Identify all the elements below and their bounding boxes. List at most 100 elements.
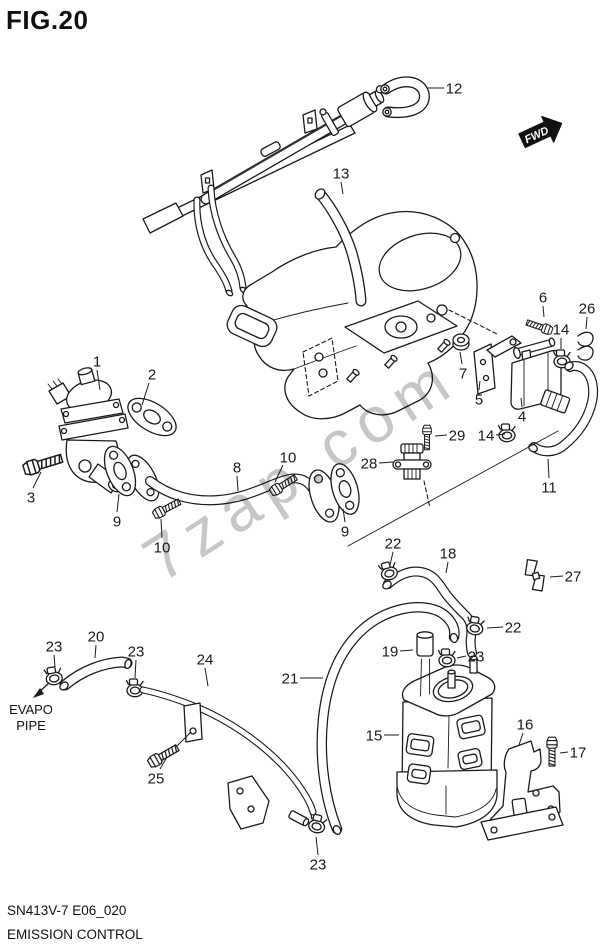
evapo-note-line1: EVAPO: [9, 702, 53, 717]
leader-line-25: [159, 756, 168, 770]
callout-3: 3: [27, 490, 35, 507]
leader-line-23: [315, 836, 319, 856]
callout-29: 29: [449, 428, 466, 445]
callout-27: 27: [565, 569, 582, 586]
leader-line-18: [445, 561, 449, 574]
callout-17: 17: [570, 745, 587, 762]
leader-line-16: [518, 732, 524, 746]
bolt-3: [21, 450, 65, 478]
callout-layer: 1239108109282975461426141112132218272219…: [27, 81, 596, 874]
callout-14: 14: [478, 428, 495, 445]
evapo-arrow: [33, 682, 50, 698]
callout-21: 21: [282, 671, 299, 688]
nut-7: [452, 333, 470, 351]
callout-20: 20: [88, 629, 105, 646]
intake-manifold: [226, 210, 478, 420]
clips-26: [577, 331, 594, 361]
callout-14: 14: [553, 322, 570, 339]
leader-line-22: [486, 626, 504, 629]
bolt-6: [524, 317, 554, 336]
clip-27: [524, 558, 545, 592]
bolt-10-lower: [151, 496, 183, 521]
fwd-label: FWD: [523, 125, 551, 146]
model-code: SN413V-7 E06_020: [7, 903, 127, 918]
clamp-23-bottom: [306, 812, 328, 836]
bracket-16: [480, 740, 564, 841]
figure-title: FIG.20: [6, 5, 89, 35]
leader-line-19: [399, 649, 414, 652]
leader-line-11: [547, 458, 550, 479]
callout-16: 16: [517, 717, 534, 734]
evapo-note-line2: PIPE: [16, 718, 46, 733]
callout-8: 8: [233, 460, 241, 477]
callout-2: 2: [148, 367, 156, 384]
callout-18: 18: [440, 546, 457, 563]
leader-line-29: [434, 434, 448, 437]
fwd-arrow-icon: [518, 115, 563, 149]
callout-9: 9: [341, 524, 349, 541]
leader-line-13: [340, 181, 344, 195]
callout-24: 24: [197, 652, 214, 669]
leader-line-4: [520, 397, 523, 408]
leader-line-10: [274, 464, 284, 483]
pipe-end-fitting: [288, 810, 310, 827]
leader-line-14: [495, 433, 506, 436]
leader-line-22: [389, 551, 394, 566]
pipe-24: [139, 686, 317, 830]
bracket-5: [473, 335, 522, 395]
leader-line-9: [342, 508, 346, 523]
hose-18: [382, 566, 477, 658]
callout-13: 13: [333, 166, 350, 183]
bolt-29: [422, 424, 432, 451]
leader-line-8: [236, 475, 239, 492]
clamp-23-canister: [437, 648, 456, 668]
solenoid-valve-4: [510, 337, 571, 414]
leader-line-1: [96, 369, 101, 391]
leader-line-2: [141, 382, 150, 406]
callout-22: 22: [385, 536, 402, 553]
callout-23: 23: [468, 649, 485, 666]
callout-23: 23: [46, 639, 63, 656]
leader-line-5: [478, 380, 481, 391]
clamp-14-lower: [497, 423, 516, 443]
leader-line-26: [585, 316, 588, 330]
hose-13: [314, 188, 367, 307]
leader-line-28: [378, 461, 394, 464]
canister-15: [396, 655, 498, 828]
bracket-guide-dash: [448, 309, 498, 335]
callout-5: 5: [475, 392, 483, 409]
callout-9: 9: [113, 514, 121, 531]
callout-15: 15: [366, 728, 383, 745]
leader-line-10: [160, 518, 163, 539]
callout-19: 19: [382, 644, 399, 661]
leader-line-17: [559, 751, 569, 754]
leader-line-7: [459, 351, 463, 365]
callout-7: 7: [459, 366, 467, 383]
hose-20: [59, 656, 133, 691]
fwd-marker: FWD: [518, 115, 563, 149]
sensor-guide-dash: [423, 480, 431, 509]
leader-line-27: [549, 575, 564, 578]
leader-line-9: [116, 493, 120, 513]
figure-name: EMISSION CONTROL: [7, 927, 143, 942]
callout-23: 23: [310, 857, 327, 874]
bolt-25: [145, 742, 181, 770]
callout-10: 10: [154, 540, 171, 557]
hose-21: [316, 602, 460, 835]
leader-line-6: [542, 305, 545, 318]
egr-valve-1: [47, 367, 129, 494]
sensor-28: [392, 443, 432, 480]
leader-line-23: [456, 655, 467, 659]
leader-line-24: [204, 667, 209, 687]
callout-10: 10: [280, 450, 297, 467]
gasket-9-right: [330, 463, 360, 515]
leader-line-23: [134, 659, 137, 679]
callout-12: 12: [446, 81, 463, 98]
callout-25: 25: [148, 771, 165, 788]
evapo-pipe-note: EVAPO PIPE: [4, 702, 58, 734]
callout-4: 4: [518, 409, 526, 426]
assembly-guide-line: [347, 430, 559, 547]
callout-6: 6: [539, 290, 547, 307]
